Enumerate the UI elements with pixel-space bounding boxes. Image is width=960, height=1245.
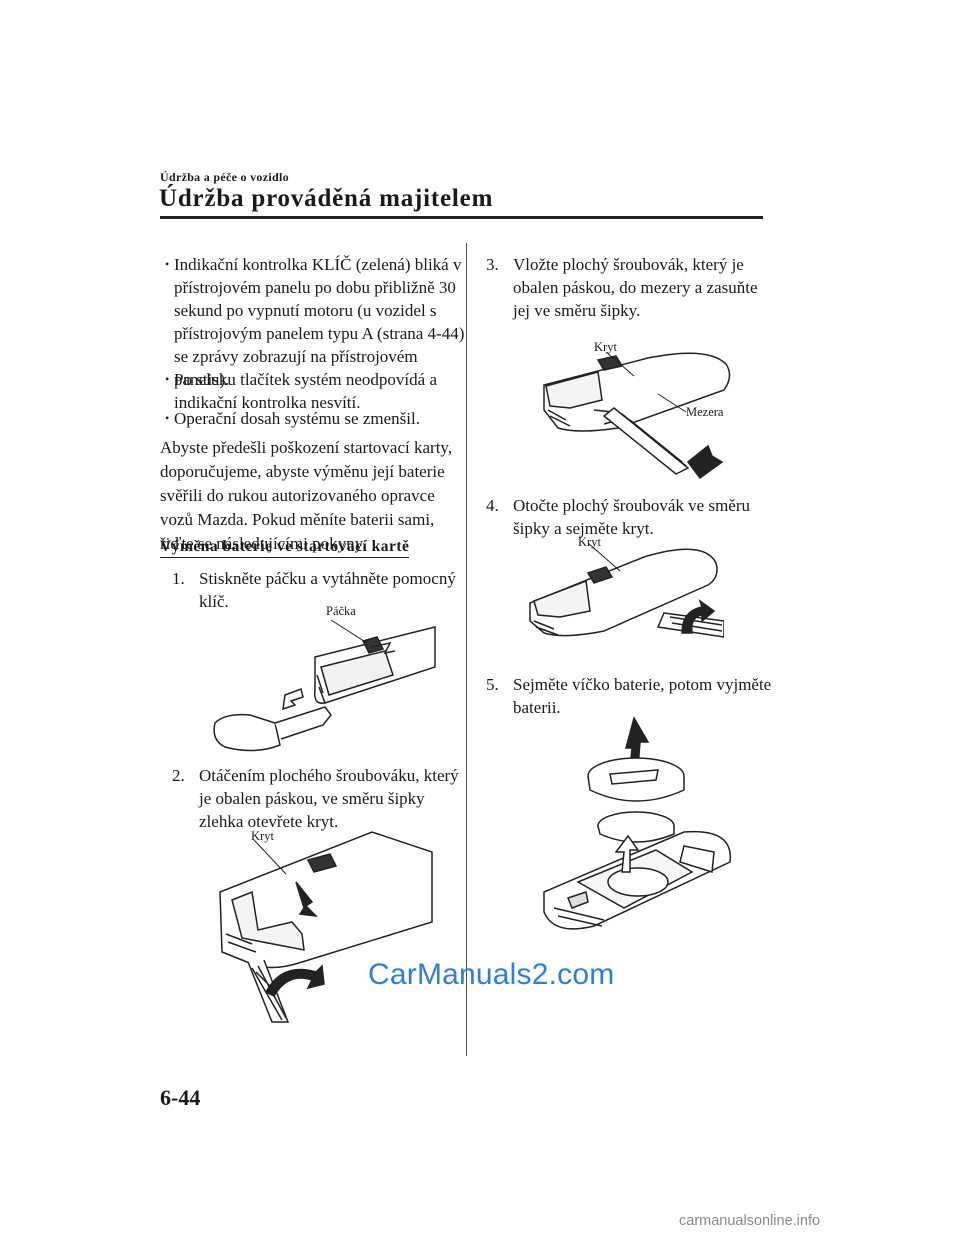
step-1-text: Stiskněte páčku a vytáhněte pomocný klíč… [199, 569, 456, 611]
bullet-text-1: Indikační kontrolka KLÍČ (zelená) bliká … [174, 255, 465, 389]
step-5-text: Sejměte víčko baterie, potom vyjměte bat… [513, 675, 772, 717]
label-kryt-step2: Kryt [251, 829, 274, 843]
step-5: 5. Sejměte víčko baterie, potom vyjměte … [486, 673, 776, 719]
step-1-number: 1. [172, 569, 185, 588]
label-packa: Páčka [326, 604, 356, 618]
bullet-text-2: Po stisku tlačítek systém neodpovídá a i… [174, 370, 437, 412]
column-divider [466, 243, 467, 1056]
step-5-illustration [543, 716, 731, 930]
step-1: 1. Stiskněte páčku a vytáhněte pomocný k… [172, 567, 462, 613]
step-2: 2. Otáčením plochého šroubováku, který j… [172, 764, 462, 833]
step-3: 3. Vložte plochý šroubovák, který je oba… [486, 253, 776, 322]
step-4-illustration [529, 542, 724, 638]
bullet-item-3: • Operační dosah systému se zmenšil. [165, 407, 469, 430]
bullet-text-3: Operační dosah systému se zmenšil. [174, 409, 420, 428]
footer-link[interactable]: carmanualsonline.info [679, 1213, 821, 1229]
page-title: Údržba prováděná majitelem [159, 185, 494, 212]
step-2-number: 2. [172, 766, 185, 785]
step-1-illustration [213, 619, 436, 752]
label-mezera: Mezera [686, 405, 724, 419]
step-5-number: 5. [486, 675, 499, 694]
step-3-illustration [543, 351, 731, 480]
step-3-text: Vložte plochý šroubovák, který je obalen… [513, 255, 758, 320]
bullet-item-2: • Po stisku tlačítek systém neodpovídá a… [165, 368, 469, 414]
section-subheading: Výměna baterie ve startovací kartě [160, 538, 410, 558]
step-4-number: 4. [486, 496, 499, 515]
label-kryt-step3: Kryt [594, 340, 617, 354]
bullet-item-1: • Indikační kontrolka KLÍČ (zelená) blik… [165, 253, 469, 391]
intro-paragraph: Abyste předešli poškození startovací kar… [160, 438, 453, 553]
label-kryt-step4: Kryt [578, 535, 601, 549]
step-2-text: Otáčením plochého šroubováku, který je o… [199, 766, 459, 831]
bullet-dot: • [165, 257, 170, 271]
step-2-illustration [219, 831, 433, 1023]
page-number: 6-44 [160, 1085, 201, 1110]
title-rule [160, 216, 763, 219]
bullet-dot: • [165, 372, 170, 386]
step-4: 4. Otočte plochý šroubovák ve směru šipk… [486, 494, 776, 540]
step-4-text: Otočte plochý šroubovák ve směru šipky a… [513, 496, 750, 538]
breadcrumb: Údržba a péče o vozidlo [160, 170, 289, 184]
bullet-dot: • [165, 411, 170, 425]
watermark: CarManuals2.com [368, 958, 615, 991]
step-3-number: 3. [486, 255, 499, 274]
